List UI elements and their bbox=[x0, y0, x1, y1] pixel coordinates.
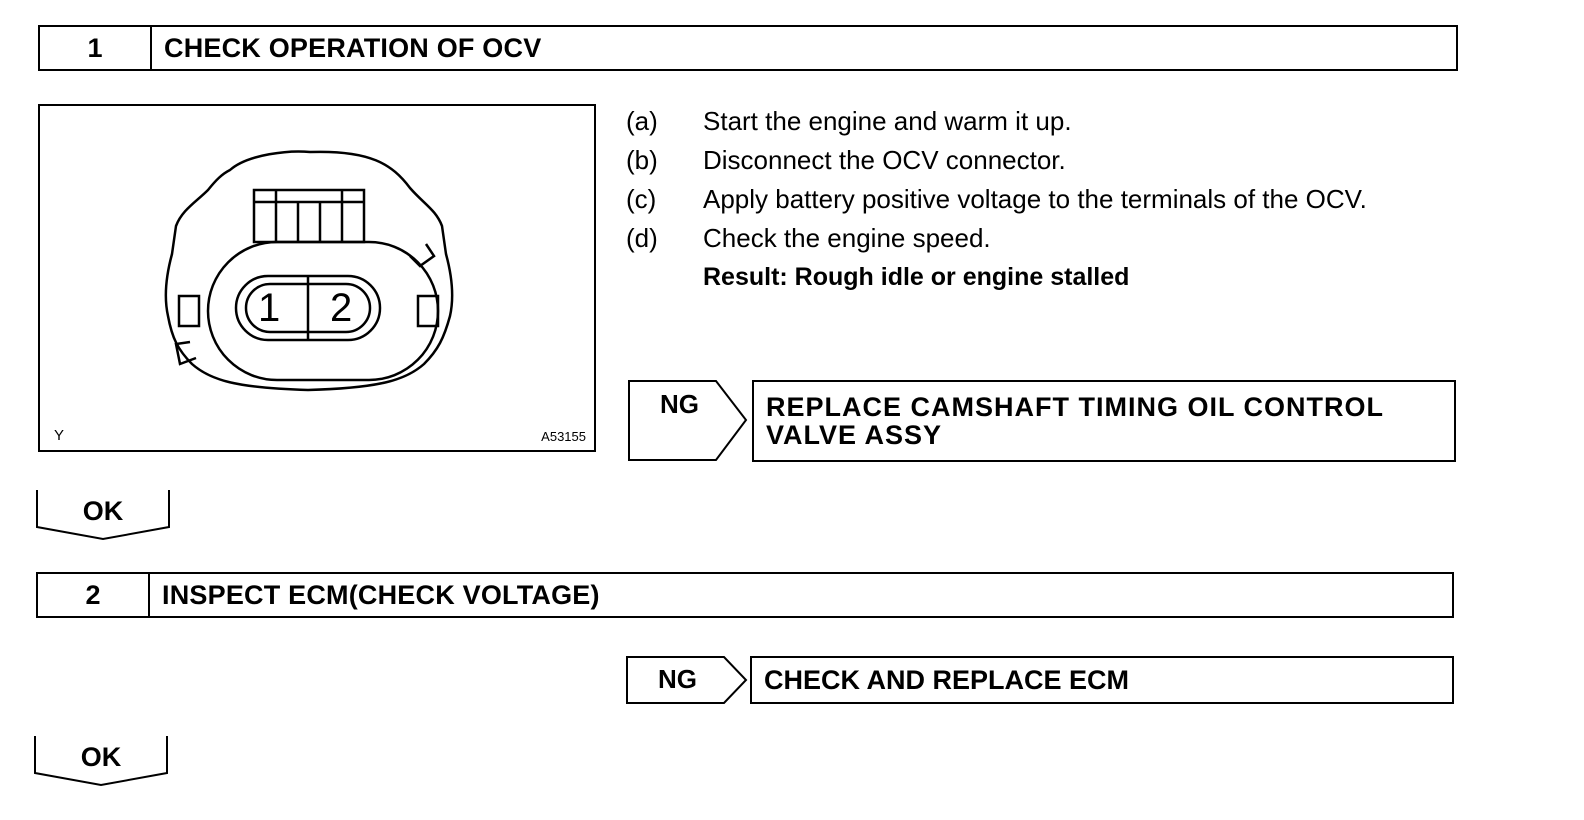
procedure-item: (c) Apply battery positive voltage to th… bbox=[626, 180, 1486, 219]
pin-1-label: 1 bbox=[258, 286, 281, 330]
procedure-result: Result: Rough idle or engine stalled bbox=[703, 263, 1130, 291]
procedure-item: (d) Check the engine speed. bbox=[626, 219, 1486, 258]
ok-label-1: OK bbox=[82, 496, 124, 526]
ng-action-2-text: CHECK AND REPLACE ECM bbox=[764, 665, 1130, 695]
ng-action-1-line1: REPLACE CAMSHAFT TIMING OIL CONTROL bbox=[766, 392, 1384, 422]
procedure-text: Start the engine and warm it up. bbox=[703, 106, 1072, 136]
ng-action-box-2: CHECK AND REPLACE ECM bbox=[750, 656, 1454, 704]
step-1-header: 1 CHECK OPERATION OF OCV bbox=[38, 25, 1458, 71]
ng-action-box-1: REPLACE CAMSHAFT TIMING OIL CONTROL VALV… bbox=[752, 380, 1456, 462]
pin-2-label: 2 bbox=[330, 286, 353, 330]
step-1-number: 1 bbox=[40, 27, 152, 69]
ng-action-1-line2: VALVE ASSY bbox=[766, 420, 943, 450]
ok-arrow-2-icon bbox=[34, 736, 168, 787]
ng-arrow-1-icon bbox=[628, 380, 748, 461]
procedure-list: (a) Start the engine and warm it up. (b)… bbox=[626, 102, 1486, 297]
procedure-letter: (d) bbox=[626, 223, 658, 253]
procedure-text: Apply battery positive voltage to the te… bbox=[703, 184, 1367, 214]
ng-label-2: NG bbox=[658, 664, 697, 694]
step-2-number: 2 bbox=[38, 574, 150, 616]
ng-arrow-2-icon bbox=[626, 656, 748, 704]
ng-tag-2: NG bbox=[626, 656, 750, 704]
procedure-letter: (c) bbox=[626, 184, 657, 214]
procedure-item: (a) Start the engine and warm it up. bbox=[626, 102, 1486, 141]
ng-tag-1: NG bbox=[628, 380, 750, 462]
procedure-text: Disconnect the OCV connector. bbox=[703, 145, 1066, 175]
step-2-title: INSPECT ECM(CHECK VOLTAGE) bbox=[162, 579, 600, 610]
figure-code-number: A53155 bbox=[541, 429, 586, 444]
procedure-letter: (b) bbox=[626, 145, 658, 175]
step-2-header: 2 INSPECT ECM(CHECK VOLTAGE) bbox=[36, 572, 1454, 618]
procedure-item: (b) Disconnect the OCV connector. bbox=[626, 141, 1486, 180]
procedure-letter: (a) bbox=[626, 106, 658, 136]
figure-code-y: Y bbox=[54, 427, 65, 444]
ok-label-2: OK bbox=[80, 742, 122, 772]
ok-tag-2: OK bbox=[34, 735, 168, 787]
connector-drawing bbox=[164, 150, 454, 392]
step-1-title: CHECK OPERATION OF OCV bbox=[164, 32, 542, 63]
ocv-connector-figure: 1 2 Y A53155 bbox=[38, 104, 596, 452]
ok-arrow-1-icon bbox=[36, 490, 170, 541]
procedure-text: Check the engine speed. bbox=[703, 223, 991, 253]
ng-label-1: NG bbox=[660, 389, 699, 419]
ok-tag-1: OK bbox=[36, 489, 170, 541]
